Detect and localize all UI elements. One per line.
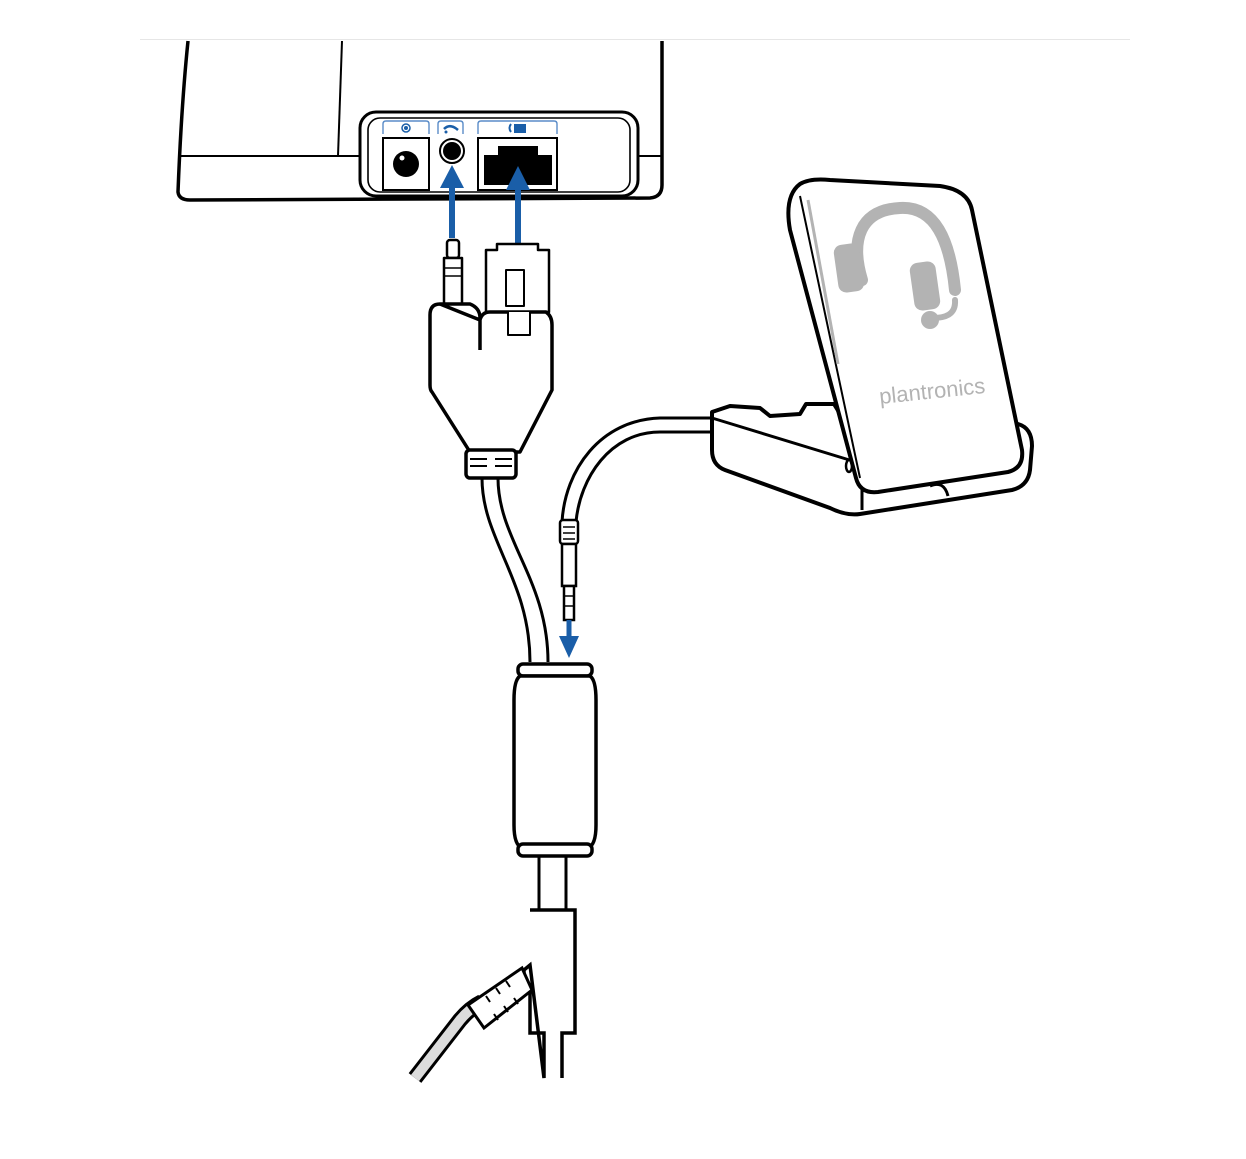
phone-port-icon — [508, 123, 526, 133]
stand-cable — [560, 416, 712, 523]
port-labels — [382, 120, 558, 134]
arrow-to-handset-jack — [440, 165, 464, 238]
charging-stand — [710, 177, 1034, 517]
stand-plug — [558, 518, 580, 622]
inline-module — [512, 662, 598, 1079]
handset-icon — [443, 125, 459, 134]
top-divider — [140, 39, 1130, 40]
arrow-to-inline-module — [559, 620, 579, 658]
arrow-to-telephone-port — [506, 166, 530, 244]
power-icon — [401, 123, 411, 133]
handset-jack — [439, 138, 465, 164]
headset-icon — [833, 201, 961, 329]
power-port — [382, 137, 430, 191]
y-adapter-cable — [428, 238, 554, 480]
adapter-lead — [480, 477, 550, 663]
headset-cable — [408, 965, 534, 1083]
